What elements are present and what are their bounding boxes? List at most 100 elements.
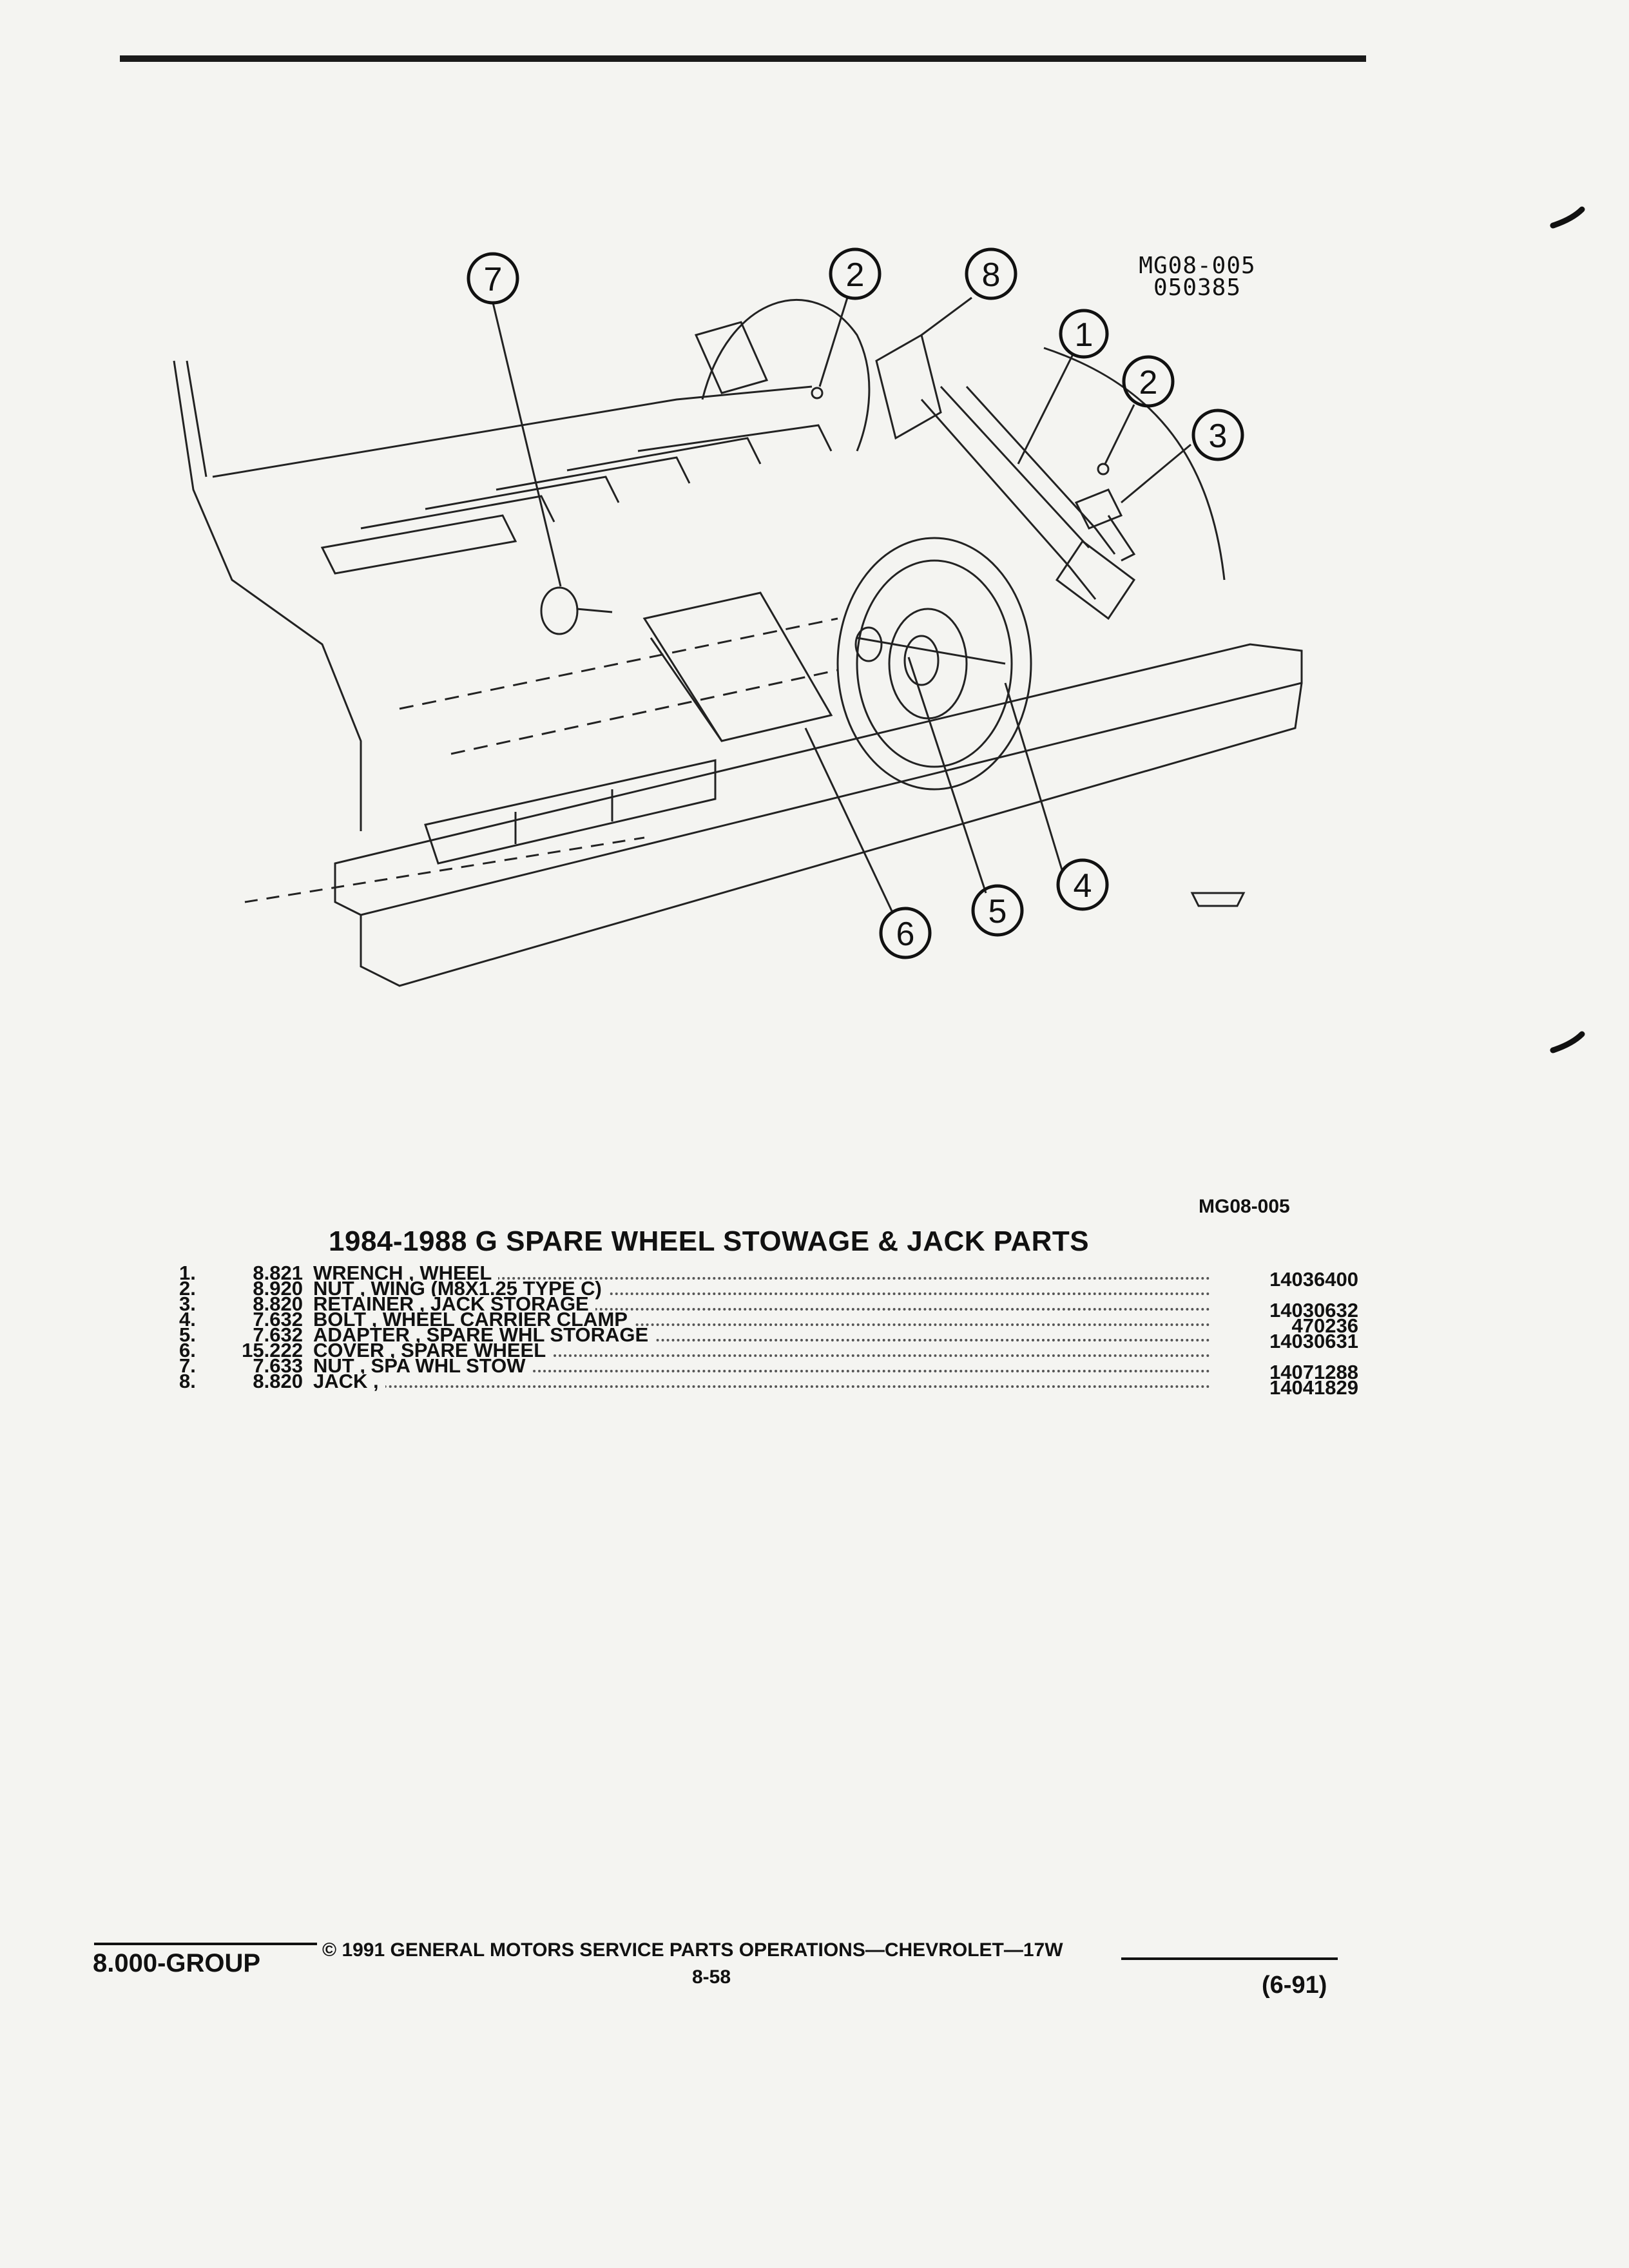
item-number: 8. — [179, 1370, 196, 1392]
callout-6: 6 — [879, 907, 932, 959]
parts-list-title: 1984-1988 G SPARE WHEEL STOWAGE & JACK P… — [329, 1225, 1090, 1257]
callout-1: 1 — [1059, 309, 1109, 359]
item-number: 5. — [179, 1323, 196, 1346]
group-code: 8.920 — [253, 1277, 303, 1300]
jack-part-8 — [920, 385, 1097, 600]
jack-bracket — [875, 333, 942, 440]
item-number: 3. — [179, 1293, 196, 1315]
license-recess — [424, 759, 717, 865]
jack-base — [1055, 539, 1136, 620]
item-number: 1. — [179, 1262, 196, 1284]
footer-rule-right — [1121, 1957, 1338, 1960]
callout-4: 4 — [1056, 858, 1109, 911]
retainer-hook — [1107, 515, 1136, 562]
callout-2-a-label: 2 — [846, 256, 865, 294]
chevrolet-logo — [1190, 892, 1246, 907]
spare-wheel-cover-part-6 — [642, 591, 833, 742]
callout-2-b: 2 — [1122, 355, 1175, 408]
part-description: ADAPTER , SPARE WHL STORAGE — [313, 1325, 655, 1345]
part-number: 14041829 — [1269, 1376, 1358, 1399]
dot-leader — [317, 1374, 1210, 1388]
group-code: 15.222 — [242, 1339, 303, 1361]
footer-date: (6-91) — [1262, 1972, 1327, 1999]
part-description: JACK , — [313, 1371, 385, 1391]
wheel-house — [701, 299, 871, 452]
binder-mark-top — [1550, 206, 1585, 229]
callout-2-a: 2 — [829, 247, 882, 300]
dot-leader — [317, 1281, 1210, 1295]
callout-leaders — [492, 296, 1191, 913]
floor-ribs — [320, 424, 833, 575]
parts-row-2: 2. 8.920 NUT , WING (M8X1.25 TYPE C) — [179, 1277, 1358, 1300]
rear-bumper — [334, 643, 1303, 916]
dot-leader — [317, 1265, 1210, 1280]
group-code: 7.633 — [253, 1354, 303, 1377]
wing-nut-part-2-b — [1097, 463, 1110, 476]
item-number: 2. — [179, 1277, 196, 1300]
recess-dividers — [514, 789, 613, 844]
callout-8-label: 8 — [982, 256, 1001, 294]
binder-mark-middle — [1550, 1031, 1585, 1053]
part-number: 14036400 — [1269, 1268, 1358, 1291]
callout-3: 3 — [1191, 408, 1244, 461]
item-number: 4. — [179, 1308, 196, 1331]
part-number: 14071288 — [1269, 1361, 1358, 1383]
parts-row-8: 8. 8.820 JACK , 14041829 — [179, 1370, 1358, 1398]
top-rule — [120, 55, 1366, 62]
part-description: NUT , SPA WHL STOW — [313, 1356, 532, 1376]
footer-rule-left — [94, 1943, 317, 1945]
part-description: COVER , SPARE WHEEL — [313, 1340, 553, 1360]
part-number: 14030631 — [1269, 1330, 1358, 1352]
box-left-wall — [173, 360, 362, 831]
illustration-code-line1: MG08-005 — [1139, 253, 1256, 279]
callout-circles: 7 2 8 1 2 3 4 5 6 — [467, 247, 1244, 959]
parts-row-4: 4. 7.632 BOLT , WHEEL CARRIER CLAMP 4702… — [179, 1308, 1358, 1336]
callout-5-label: 5 — [988, 893, 1007, 930]
callout-2-b-label: 2 — [1139, 364, 1158, 401]
group-code: 8.820 — [253, 1370, 303, 1392]
part-description: WRENCH , WHEEL — [313, 1263, 499, 1283]
adapter-part-5 — [854, 626, 883, 662]
item-number: 7. — [179, 1354, 196, 1377]
footer-page-number: 8-58 — [692, 1966, 731, 1988]
spare-wheel-stowage-diagram: 7 2 8 1 2 3 4 5 6 — [173, 206, 1585, 1053]
callout-6-label: 6 — [896, 916, 915, 953]
parts-row-7: 7. 7.633 NUT , SPA WHL STOW 14071288 — [179, 1354, 1358, 1382]
box-left-edge — [186, 360, 207, 477]
box-vent — [694, 321, 769, 394]
parts-row-6: 6. 15.222 COVER , SPARE WHEEL — [179, 1339, 1358, 1361]
callout-4-label: 4 — [1074, 867, 1092, 905]
item-number: 6. — [179, 1339, 196, 1361]
part-description: RETAINER , JACK STORAGE — [313, 1294, 595, 1314]
bumper-lower — [360, 682, 1303, 987]
frame-hidden-line — [399, 617, 838, 710]
parts-list: 1. 8.821 WRENCH , WHEEL 14036400 2. 8.92… — [179, 1262, 1358, 1398]
dot-leader — [317, 1358, 1210, 1372]
footer-group: 8.000-GROUP — [93, 1949, 261, 1977]
callout-7-label: 7 — [484, 261, 503, 298]
part-description: BOLT , WHEEL CARRIER CLAMP — [313, 1309, 634, 1329]
dot-leader — [317, 1312, 1210, 1326]
callout-3-label: 3 — [1209, 418, 1228, 455]
group-code: 8.820 — [253, 1293, 303, 1315]
callout-5: 5 — [971, 884, 1024, 937]
box-top-edge — [212, 385, 813, 478]
ground-hidden-line — [244, 836, 645, 903]
parts-row-5: 5. 7.632 ADAPTER , SPARE WHL STORAGE 140… — [179, 1323, 1358, 1351]
right-fender — [1043, 347, 1226, 581]
wing-nut-part-2-a — [811, 387, 824, 399]
cover-edge — [650, 637, 723, 742]
callout-1-label: 1 — [1075, 316, 1094, 354]
illustration-code-line2: 050385 — [1153, 274, 1242, 301]
dot-leader — [317, 1343, 1210, 1357]
wing-nut-part-7 — [540, 586, 613, 635]
parts-row-3: 3. 8.820 RETAINER , JACK STORAGE 1403063… — [179, 1293, 1358, 1320]
dot-leader — [317, 1296, 1210, 1311]
part-number: 470236 — [1291, 1314, 1358, 1337]
part-description: NUT , WING (M8X1.25 TYPE C) — [313, 1278, 608, 1298]
figure-reference: MG08-005 — [1199, 1196, 1290, 1217]
illustration-code: MG08-005 050385 — [1113, 253, 1281, 301]
callout-7: 7 — [467, 252, 519, 305]
group-code: 8.821 — [253, 1262, 303, 1284]
group-code: 7.632 — [253, 1323, 303, 1346]
